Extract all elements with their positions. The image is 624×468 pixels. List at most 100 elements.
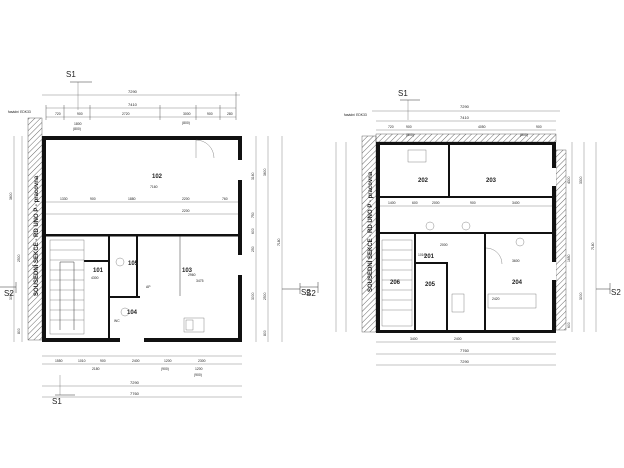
inner-dimensions-right: 1400 600 2000 900 3400 2000 1010 3600 24…: [380, 201, 552, 301]
dim-left-4: 800: [17, 328, 21, 334]
plan-right: S1 S2 S2 fasádní EDK33 7290 7410 720 900…: [300, 89, 621, 366]
dim-right-r-1: 4300: [567, 176, 571, 184]
inner-dim-1: 1330: [60, 197, 68, 201]
svg-text:102: 102: [152, 174, 163, 180]
room-203: 203: [486, 178, 497, 184]
dim-top-seg-4: (800): [73, 127, 81, 131]
dim-right-6: 250: [251, 246, 255, 252]
room-102: 102 7160: [150, 174, 163, 189]
section-label-s1-top: S1: [66, 70, 76, 79]
stair-left: [49, 239, 85, 335]
dim-top-overall: 7290: [128, 89, 138, 94]
inner-dim-r-9: 2420: [492, 297, 500, 301]
dim-bottom-7: 2180: [92, 367, 100, 371]
column-marker-r-2: [461, 221, 471, 231]
room-202: 202: [418, 178, 429, 184]
inner-dim-r-2: 600: [412, 201, 418, 205]
interior-walls-left: [46, 234, 238, 338]
top-dimension-chains-left: 7290 7410 720 900 1800 (800) 2720 3000 (…: [42, 89, 240, 131]
inner-dimensions-left: 1330 900 1880 2200 2200 760 3475 2960 AP…: [46, 197, 238, 323]
dim-bottom-r-2: 2400: [454, 337, 462, 341]
dim-bottom-8: (900): [161, 367, 169, 371]
inner-label-ap: AP: [146, 285, 151, 289]
dim-bottom-5: 1200: [164, 359, 172, 363]
column-marker-105: [115, 257, 125, 267]
section-mark-s2-right-right: S2: [596, 283, 621, 297]
dim-top-seg-3: 1800: [74, 122, 82, 126]
dim-bottom-2: 1010: [78, 359, 86, 363]
section-label-s1-top-right: S1: [398, 89, 408, 98]
section-mark-s2-left-left: S2: [0, 282, 17, 298]
dim-top-r-2: 900: [406, 125, 412, 129]
side-label-right: SOUSEDNÍ SEKCE - RD UNO P - pracovna: [366, 171, 374, 292]
door-swing-left-main: [195, 139, 215, 159]
room-105: 105: [128, 261, 139, 267]
fixture-202: [407, 149, 427, 163]
svg-text:104: 104: [127, 310, 138, 316]
wc-fixture: [120, 307, 130, 317]
right-dimension-chains-right: 4300 3300 7180 1650 3000 600: [567, 142, 597, 332]
dim-left-2: 2500: [17, 254, 21, 262]
dim-right-r-4: 1650: [567, 254, 571, 262]
svg-text:202: 202: [418, 178, 429, 184]
svg-text:7160: 7160: [150, 185, 158, 189]
dim-left-3: 3000: [9, 292, 13, 300]
section-mark-s1-top-left: S1: [66, 70, 92, 110]
svg-text:204: 204: [512, 280, 523, 286]
inner-dim-8: 2960: [188, 273, 196, 277]
dim-top-inner-right: 7410: [460, 115, 470, 120]
dim-bottom-4: 2400: [132, 359, 140, 363]
svg-text:105: 105: [128, 261, 139, 267]
dim-top-overall-right: 7290: [460, 104, 470, 109]
top-dimension-chains-right: 7290 7410 720 900 (800) 4050 (800) 900: [372, 104, 560, 137]
interior-walls-right: [380, 145, 552, 330]
dim-right-7: 3000: [251, 292, 255, 300]
inner-dim-r-1: 1400: [388, 201, 396, 205]
svg-text:206: 206: [390, 280, 401, 286]
dim-top-seg-8: 900: [207, 112, 213, 116]
inner-dim-5: 2200: [182, 209, 190, 213]
shower-unit: [451, 293, 465, 313]
inner-dim-r-8: 3600: [512, 259, 520, 263]
dim-bottom-3: 900: [100, 359, 106, 363]
column-marker-r-3: [515, 237, 525, 247]
room-206: 206: [390, 280, 401, 286]
dim-bottom-10: (900): [194, 373, 202, 377]
dim-right-9: 800: [263, 330, 267, 336]
dim-bottom-6: 2300: [198, 359, 206, 363]
svg-text:201: 201: [424, 254, 435, 260]
dim-right-r-6: 600: [567, 322, 571, 328]
roof-edge-hatch-top: [375, 133, 557, 143]
section-label-s1-bottom: S1: [52, 397, 62, 406]
svg-text:103: 103: [182, 268, 193, 274]
inner-dim-r-6: 2000: [440, 243, 448, 247]
svg-text:4300: 4300: [91, 276, 99, 280]
section-mark-s1-bottom-left: S1: [52, 375, 75, 406]
exterior-walls-left: [42, 136, 242, 342]
corner-note-right: fasádní EDK33: [344, 113, 367, 117]
room-201: 201: [424, 254, 435, 260]
bath-tub: [487, 293, 537, 309]
dim-right-r-3: 7180: [591, 242, 595, 250]
roof-edge-hatch-side: [555, 149, 567, 331]
dim-top-r-4: 4050: [478, 125, 486, 129]
dim-top-inner: 7410: [128, 102, 138, 107]
room-204: 204: [512, 280, 523, 286]
kitchen-unit: [183, 317, 205, 333]
room-101: 101 4300: [91, 268, 104, 280]
dim-left-1: 3600: [9, 192, 13, 200]
exterior-walls-right: [376, 142, 556, 333]
stair-right: [381, 239, 413, 327]
inner-dim-r-7: 1010: [418, 253, 426, 257]
room-104: 104: [127, 310, 138, 316]
dim-top-seg-2: 900: [77, 112, 83, 116]
dim-bottom-overall-2: 7760: [130, 391, 140, 396]
dim-right-2: 3600: [263, 168, 267, 176]
inner-dim-4: 2200: [182, 197, 190, 201]
dim-top-seg-1: 720: [55, 112, 61, 116]
dim-right-5: 7180: [277, 238, 281, 246]
section-mark-s2-right-left: S2: [282, 283, 311, 297]
dim-right-4: 600: [251, 228, 255, 234]
dim-right-r-5: 3000: [579, 292, 583, 300]
